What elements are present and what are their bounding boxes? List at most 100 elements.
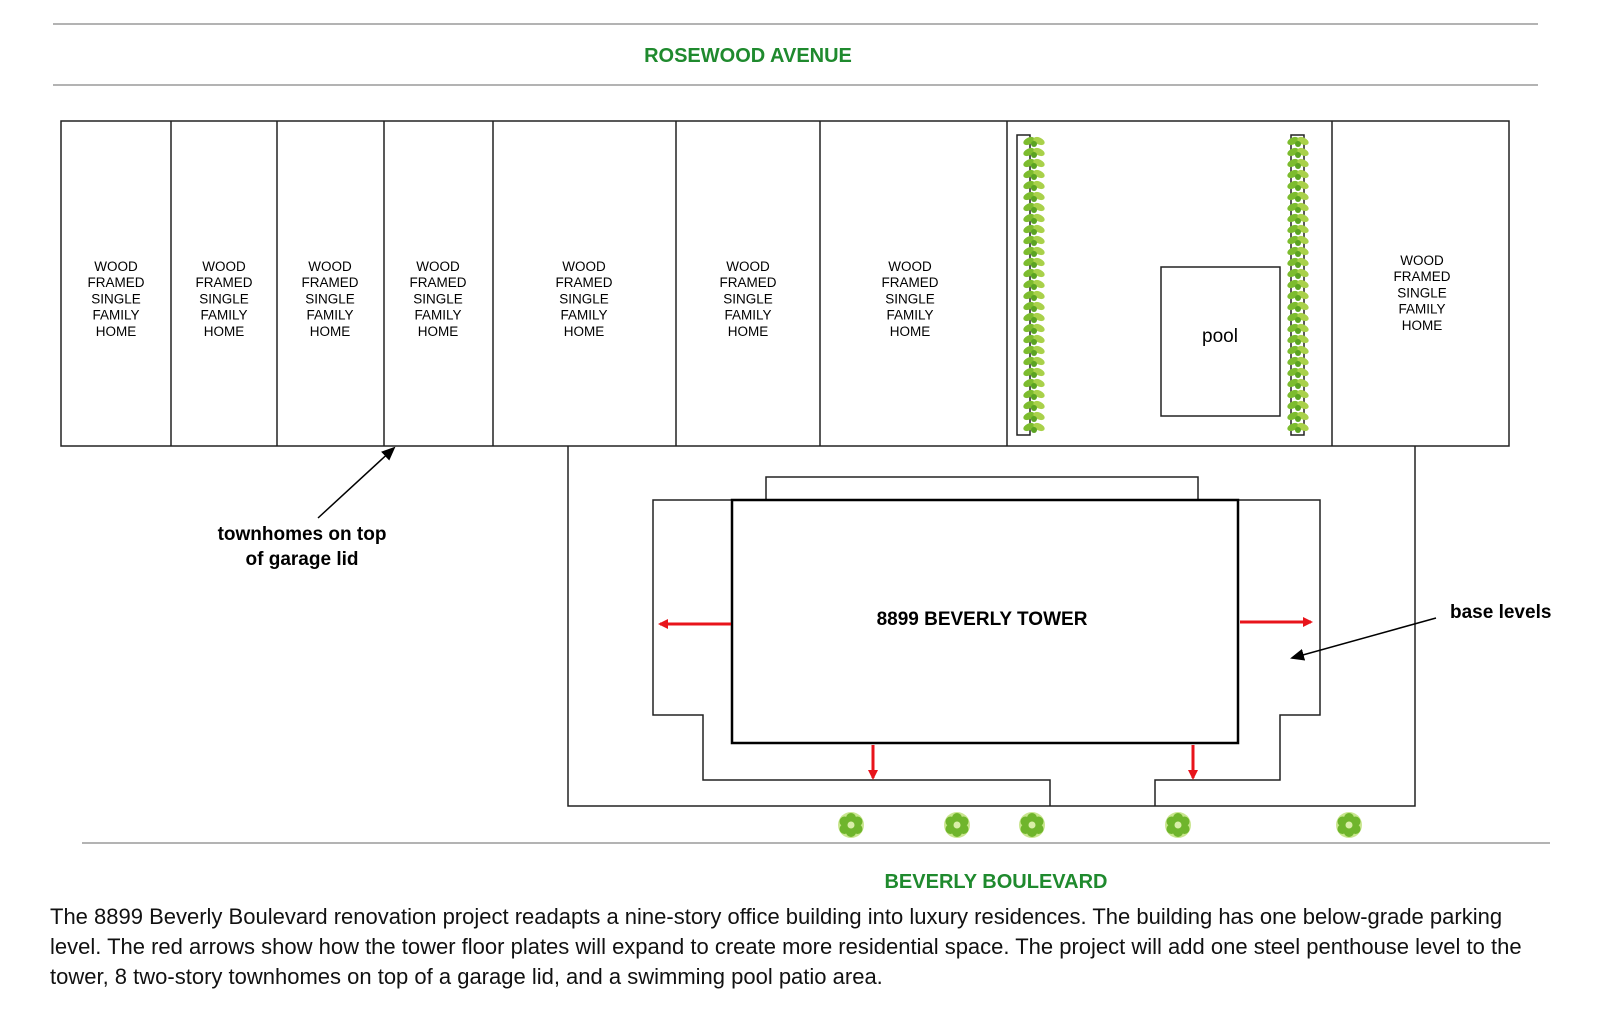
hedge-leaf [1022, 278, 1046, 290]
garage-lid-outline [567, 446, 1416, 807]
hedge-leaf [1022, 256, 1046, 268]
penthouse-outline [765, 476, 1199, 501]
home-label-line: FRAMED [720, 275, 777, 290]
hedge-leaf [1022, 300, 1046, 312]
hedge-leaf [1022, 190, 1046, 202]
home-label-line: WOOD [726, 259, 770, 274]
hedge-leaf [1022, 366, 1046, 378]
home-label-line: WOOD [308, 259, 352, 274]
hedge-leaf [1286, 311, 1310, 323]
hedge-leaf [1022, 135, 1046, 147]
hedge-leaf [1286, 256, 1310, 268]
hedge-leaf [1022, 421, 1046, 433]
beverly-boulevard-label: BEVERLY BOULEVARD [884, 871, 1107, 893]
home-label-line: FRAMED [1394, 269, 1451, 284]
hedge-leaf [1022, 179, 1046, 191]
hedge-leaf [1022, 311, 1046, 323]
hedge-leaf [1286, 410, 1310, 422]
street-shrub-icon [1336, 812, 1362, 838]
tower-label: 8899 BEVERLY TOWER [877, 609, 1088, 630]
hedge-leaf [1286, 399, 1310, 411]
home-label-line: FAMILY [92, 308, 139, 323]
home-label-line: HOME [418, 324, 459, 339]
home-label-line: HOME [890, 324, 931, 339]
home-label-line: WOOD [1400, 253, 1444, 268]
home-label-line: HOME [728, 324, 769, 339]
hedge-leaf [1286, 245, 1310, 257]
hedge-leaf [1286, 333, 1310, 345]
home-label-line: SINGLE [1397, 285, 1447, 300]
hedge-leaf [1022, 223, 1046, 235]
home-label-line: WOOD [202, 259, 246, 274]
hedge-leaf [1022, 399, 1046, 411]
home-label-line: WOOD [562, 259, 606, 274]
hedge-leaf [1022, 267, 1046, 279]
hedge-leaf [1286, 421, 1310, 433]
street-shrubs [838, 812, 1362, 838]
hedge-leaf [1286, 355, 1310, 367]
hedge-leaf [1286, 201, 1310, 213]
base-levels-leader-arrow [1290, 617, 1437, 661]
hedge-leaf [1022, 234, 1046, 246]
hedge-leaf [1022, 157, 1046, 169]
base-levels-callout: base levels [1450, 602, 1551, 623]
hedge-leaf [1286, 223, 1310, 235]
street-shrub-icon [944, 812, 970, 838]
home-label-line: SINGLE [305, 291, 355, 306]
hedge-leaf [1286, 234, 1310, 246]
hedge-leaf [1022, 377, 1046, 389]
hedge-leaf [1286, 190, 1310, 202]
hedge-leaf [1022, 168, 1046, 180]
home-label-line: SINGLE [885, 291, 935, 306]
hedge-leaf [1022, 212, 1046, 224]
home-label-line: FAMILY [724, 308, 771, 323]
street-shrub-icon [1165, 812, 1191, 838]
home-label-line: HOME [96, 324, 137, 339]
hedge-leaf [1022, 333, 1046, 345]
home-label-line: FAMILY [414, 308, 461, 323]
hedge-leaf [1286, 135, 1310, 147]
home-label-line: HOME [564, 324, 605, 339]
caption: The 8899 Beverly Boulevard renovation pr… [50, 904, 1522, 989]
hedge-leaf [1022, 344, 1046, 356]
hedge-leaf [1286, 388, 1310, 400]
hedge-leaf [1286, 157, 1310, 169]
street-shrub-icon [1019, 812, 1045, 838]
hedge-leaf [1286, 377, 1310, 389]
tower-footprint [730, 498, 1240, 745]
home-label-line: WOOD [888, 259, 932, 274]
hedge-leaf [1022, 355, 1046, 367]
hedge-leaf [1286, 179, 1310, 191]
lot-row-frame [60, 120, 1510, 447]
vine-hedge-icon [1022, 135, 1046, 433]
pool-label: pool [1202, 326, 1238, 347]
home-label-line: FRAMED [410, 275, 467, 290]
home-label-line: SINGLE [413, 291, 463, 306]
vine-hedge-icon [1286, 135, 1310, 433]
home-label-line: FRAMED [882, 275, 939, 290]
townhomes-callout-line1: townhomes on top [218, 524, 387, 545]
hedge-leaf [1022, 289, 1046, 301]
hedge-leaf [1286, 267, 1310, 279]
home-label-line: WOOD [94, 259, 138, 274]
home-label-line: FAMILY [200, 308, 247, 323]
hedge-leaf [1022, 410, 1046, 422]
home-label-line: FAMILY [886, 308, 933, 323]
home-label-line: FRAMED [556, 275, 613, 290]
hedge-leaf [1022, 322, 1046, 334]
base-levels-outline [652, 499, 1321, 806]
townhomes-leader-arrow [317, 446, 396, 519]
home-label-line: FRAMED [302, 275, 359, 290]
hedge-leaf [1022, 146, 1046, 158]
hedge-leaf [1286, 278, 1310, 290]
hedge-leaf [1286, 212, 1310, 224]
home-label-line: WOOD [416, 259, 460, 274]
hedge-leaf [1286, 168, 1310, 180]
hedge-leaf [1286, 146, 1310, 158]
